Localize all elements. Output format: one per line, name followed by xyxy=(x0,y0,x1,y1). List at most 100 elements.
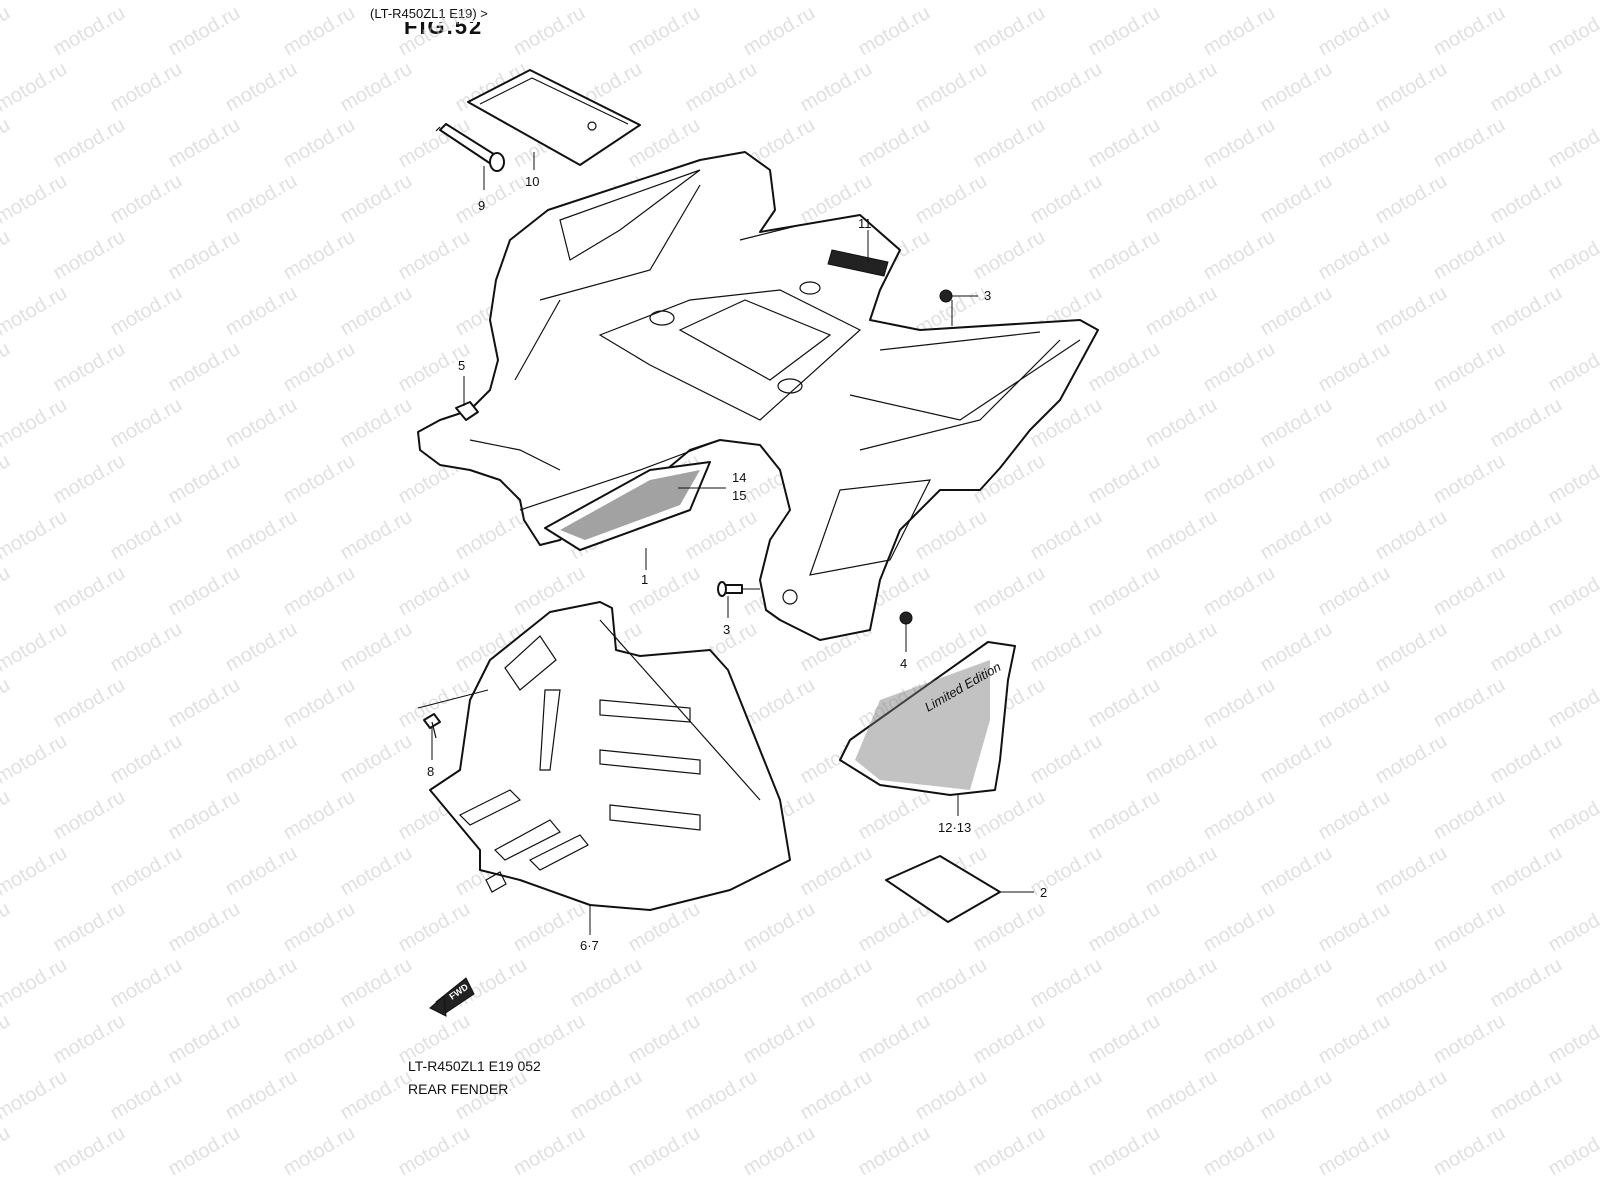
watermark-text: motod.ru xyxy=(165,226,244,285)
watermark-text: motod.ru xyxy=(1142,1066,1221,1125)
watermark-text: motod.ru xyxy=(222,618,301,677)
watermark-text: motod.ru xyxy=(1027,842,1106,901)
watermark-text: motod.ru xyxy=(970,1010,1049,1069)
callout-9: 9 xyxy=(478,198,485,213)
watermark-text: motod.ru xyxy=(280,786,359,845)
watermark-text: motod.ru xyxy=(107,1066,186,1125)
watermark-text: motod.ru xyxy=(222,730,301,789)
watermark-text: motod.ru xyxy=(337,618,416,677)
watermark-text: motod.ru xyxy=(682,1066,761,1125)
watermark-text: motod.ru xyxy=(1027,730,1106,789)
watermark-text: motod.ru xyxy=(0,618,71,677)
watermark-text: motod.ru xyxy=(1257,394,1336,453)
watermark-text: motod.ru xyxy=(165,1010,244,1069)
watermark-text: motod.ru xyxy=(1430,786,1509,845)
watermark-text: motod.ru xyxy=(855,1122,934,1181)
part-5-clip xyxy=(455,401,479,421)
watermark-text: motod.ru xyxy=(1257,954,1336,1013)
figure-number-fragment: FIG.52 xyxy=(404,14,484,39)
watermark-text: motod.ru xyxy=(970,1122,1049,1181)
watermark-text: motod.ru xyxy=(1315,338,1394,397)
watermark-text: motod.ru xyxy=(337,282,416,341)
callout-6-7: 6·7 xyxy=(580,938,599,953)
watermark-text: motod.ru xyxy=(510,898,589,957)
watermark-text: motod.ru xyxy=(1142,618,1221,677)
callout-3-lower: 3 xyxy=(723,622,730,637)
watermark-text: motod.ru xyxy=(1142,394,1221,453)
watermark-text: motod.ru xyxy=(0,898,14,957)
callout-10: 10 xyxy=(525,174,539,189)
watermark-text: motod.ru xyxy=(0,394,71,453)
watermark-text: motod.ru xyxy=(1027,954,1106,1013)
watermark-text: motod.ru xyxy=(567,1066,646,1125)
watermark-text: motod.ru xyxy=(1487,618,1566,677)
watermark-text: motod.ru xyxy=(165,786,244,845)
watermark-text: motod.ru xyxy=(1545,898,1600,957)
watermark-text: motod.ru xyxy=(50,786,129,845)
watermark-text: motod.ru xyxy=(452,506,531,565)
part-11-emblem xyxy=(827,249,889,277)
callout-3-top: 3 xyxy=(984,288,991,303)
callout-11: 11 xyxy=(858,216,872,231)
watermark-text: motod.ru xyxy=(165,450,244,509)
watermark-text: motod.ru xyxy=(280,2,359,61)
watermark-text: motod.ru xyxy=(1372,1066,1451,1125)
watermark-text: motod.ru xyxy=(1085,1010,1164,1069)
watermark-text: motod.ru xyxy=(280,1122,359,1181)
watermark-text: motod.ru xyxy=(1545,674,1600,733)
callout-2: 2 xyxy=(1040,885,1047,900)
watermark-text: motod.ru xyxy=(280,898,359,957)
watermark-text: motod.ru xyxy=(50,1010,129,1069)
watermark-text: motod.ru xyxy=(912,1066,991,1125)
watermark-text: motod.ru xyxy=(1315,114,1394,173)
watermark-text: motod.ru xyxy=(0,1010,14,1069)
watermark-text: motod.ru xyxy=(337,506,416,565)
watermark-text: motod.ru xyxy=(337,954,416,1013)
part-6-7-mud-guard xyxy=(429,601,791,911)
watermark-text: motod.ru xyxy=(1545,1122,1600,1181)
watermark-text: motod.ru xyxy=(1257,730,1336,789)
watermark-text: motod.ru xyxy=(1200,786,1279,845)
watermark-text: motod.ru xyxy=(0,674,14,733)
watermark-text: motod.ru xyxy=(1142,58,1221,117)
watermark-text: motod.ru xyxy=(280,562,359,621)
watermark-text: motod.ru xyxy=(0,842,71,901)
part-8-pin xyxy=(423,713,441,739)
watermark-text: motod.ru xyxy=(1027,170,1106,229)
watermark-text: motod.ru xyxy=(1085,2,1164,61)
watermark-text: motod.ru xyxy=(1027,618,1106,677)
watermark-text: motod.ru xyxy=(970,226,1049,285)
watermark-text: motod.ru xyxy=(1372,954,1451,1013)
watermark-text: motod.ru xyxy=(337,730,416,789)
watermark-text: motod.ru xyxy=(1487,954,1566,1013)
fwd-arrow: FWD xyxy=(429,977,475,1017)
watermark-text: motod.ru xyxy=(165,674,244,733)
watermark-text: motod.ru xyxy=(1545,226,1600,285)
watermark-text: motod.ru xyxy=(912,58,991,117)
watermark-text: motod.ru xyxy=(337,58,416,117)
watermark-text: motod.ru xyxy=(625,1010,704,1069)
watermark-text: motod.ru xyxy=(0,730,71,789)
watermark-text: motod.ru xyxy=(50,1122,129,1181)
callout-12-13: 12·13 xyxy=(938,820,971,835)
watermark-text: motod.ru xyxy=(682,58,761,117)
watermark-text: motod.ru xyxy=(1257,506,1336,565)
watermark-text: motod.ru xyxy=(1200,338,1279,397)
watermark-text: motod.ru xyxy=(1257,58,1336,117)
watermark-text: motod.ru xyxy=(740,2,819,61)
watermark-text: motod.ru xyxy=(1200,2,1279,61)
watermark-text: motod.ru xyxy=(797,1066,876,1125)
watermark-text: motod.ru xyxy=(50,2,129,61)
watermark-text: motod.ru xyxy=(1027,506,1106,565)
watermark-text: motod.ru xyxy=(1085,898,1164,957)
watermark-text: motod.ru xyxy=(1085,674,1164,733)
watermark-text: motod.ru xyxy=(1430,2,1509,61)
callout-1: 1 xyxy=(641,572,648,587)
watermark-text: motod.ru xyxy=(1142,506,1221,565)
watermark-text: motod.ru xyxy=(222,170,301,229)
watermark-text: motod.ru xyxy=(395,1122,474,1181)
callout-15: 15 xyxy=(732,488,746,503)
watermark-text: motod.ru xyxy=(1372,282,1451,341)
watermark-text: motod.ru xyxy=(1372,58,1451,117)
